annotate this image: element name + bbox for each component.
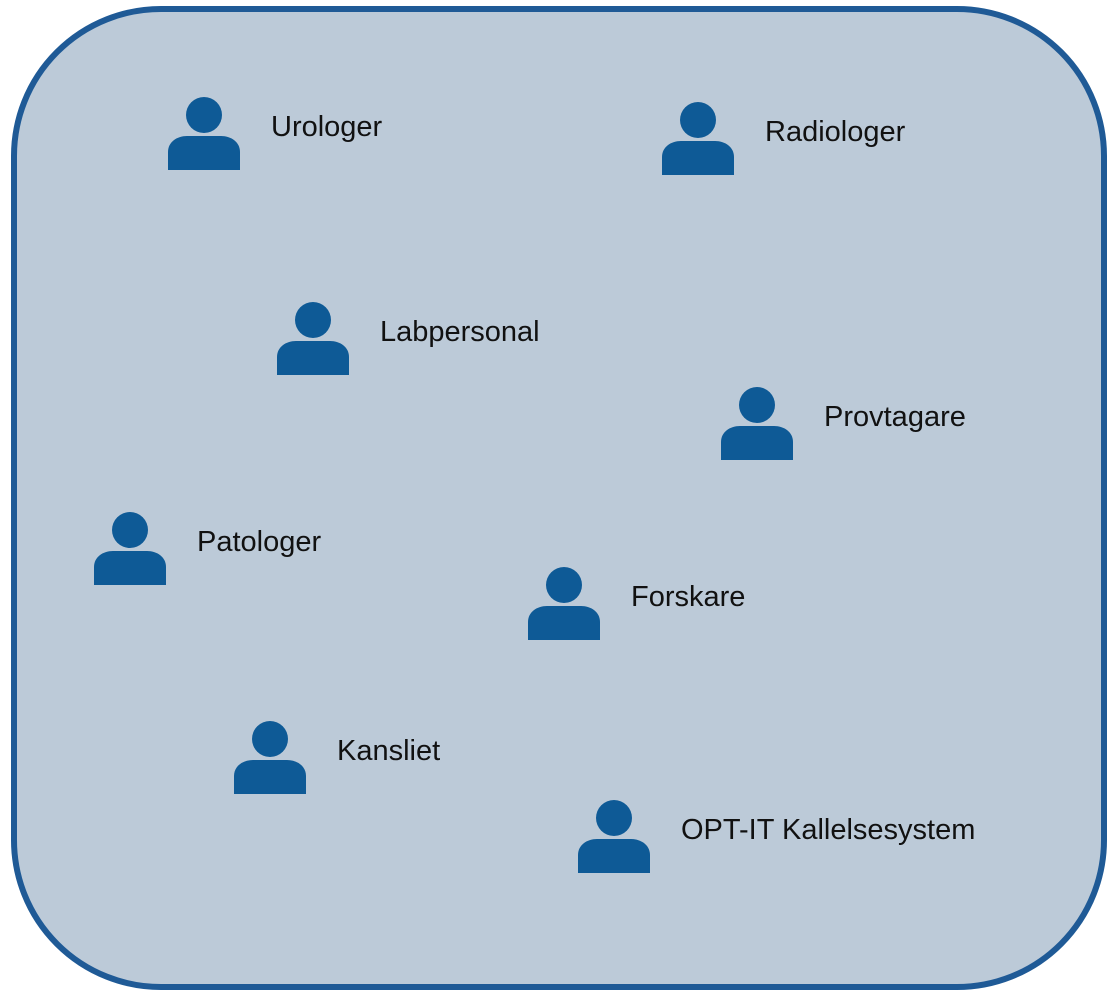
person-icon: [276, 301, 350, 375]
actor-label: OPT-IT Kallelsesystem: [681, 813, 976, 846]
person-icon: [233, 720, 307, 794]
actor-kansliet: Kansliet: [233, 720, 440, 794]
actor-label: Provtagare: [824, 400, 966, 433]
actor-urologer: Urologer: [167, 96, 382, 170]
actor-patologer: Patologer: [93, 511, 321, 585]
person-icon: [167, 96, 241, 170]
actor-label: Forskare: [631, 580, 746, 613]
actor-forskare: Forskare: [527, 566, 745, 640]
actor-radiologer: Radiologer: [661, 101, 905, 175]
actor-opt-it: OPT-IT Kallelsesystem: [577, 799, 975, 873]
actor-label: Patologer: [197, 525, 322, 558]
person-icon: [93, 511, 167, 585]
actors-panel: Urologer Radiologer Labpersonal Provtaga…: [11, 6, 1107, 990]
person-icon: [661, 101, 735, 175]
actor-label: Urologer: [271, 110, 383, 143]
actor-label: Kansliet: [337, 734, 441, 767]
actor-labpersonal: Labpersonal: [276, 301, 540, 375]
person-icon: [720, 386, 794, 460]
actor-provtagare: Provtagare: [720, 386, 966, 460]
person-icon: [527, 566, 601, 640]
actor-label: Radiologer: [765, 115, 906, 148]
person-icon: [577, 799, 651, 873]
actor-label: Labpersonal: [380, 315, 540, 348]
